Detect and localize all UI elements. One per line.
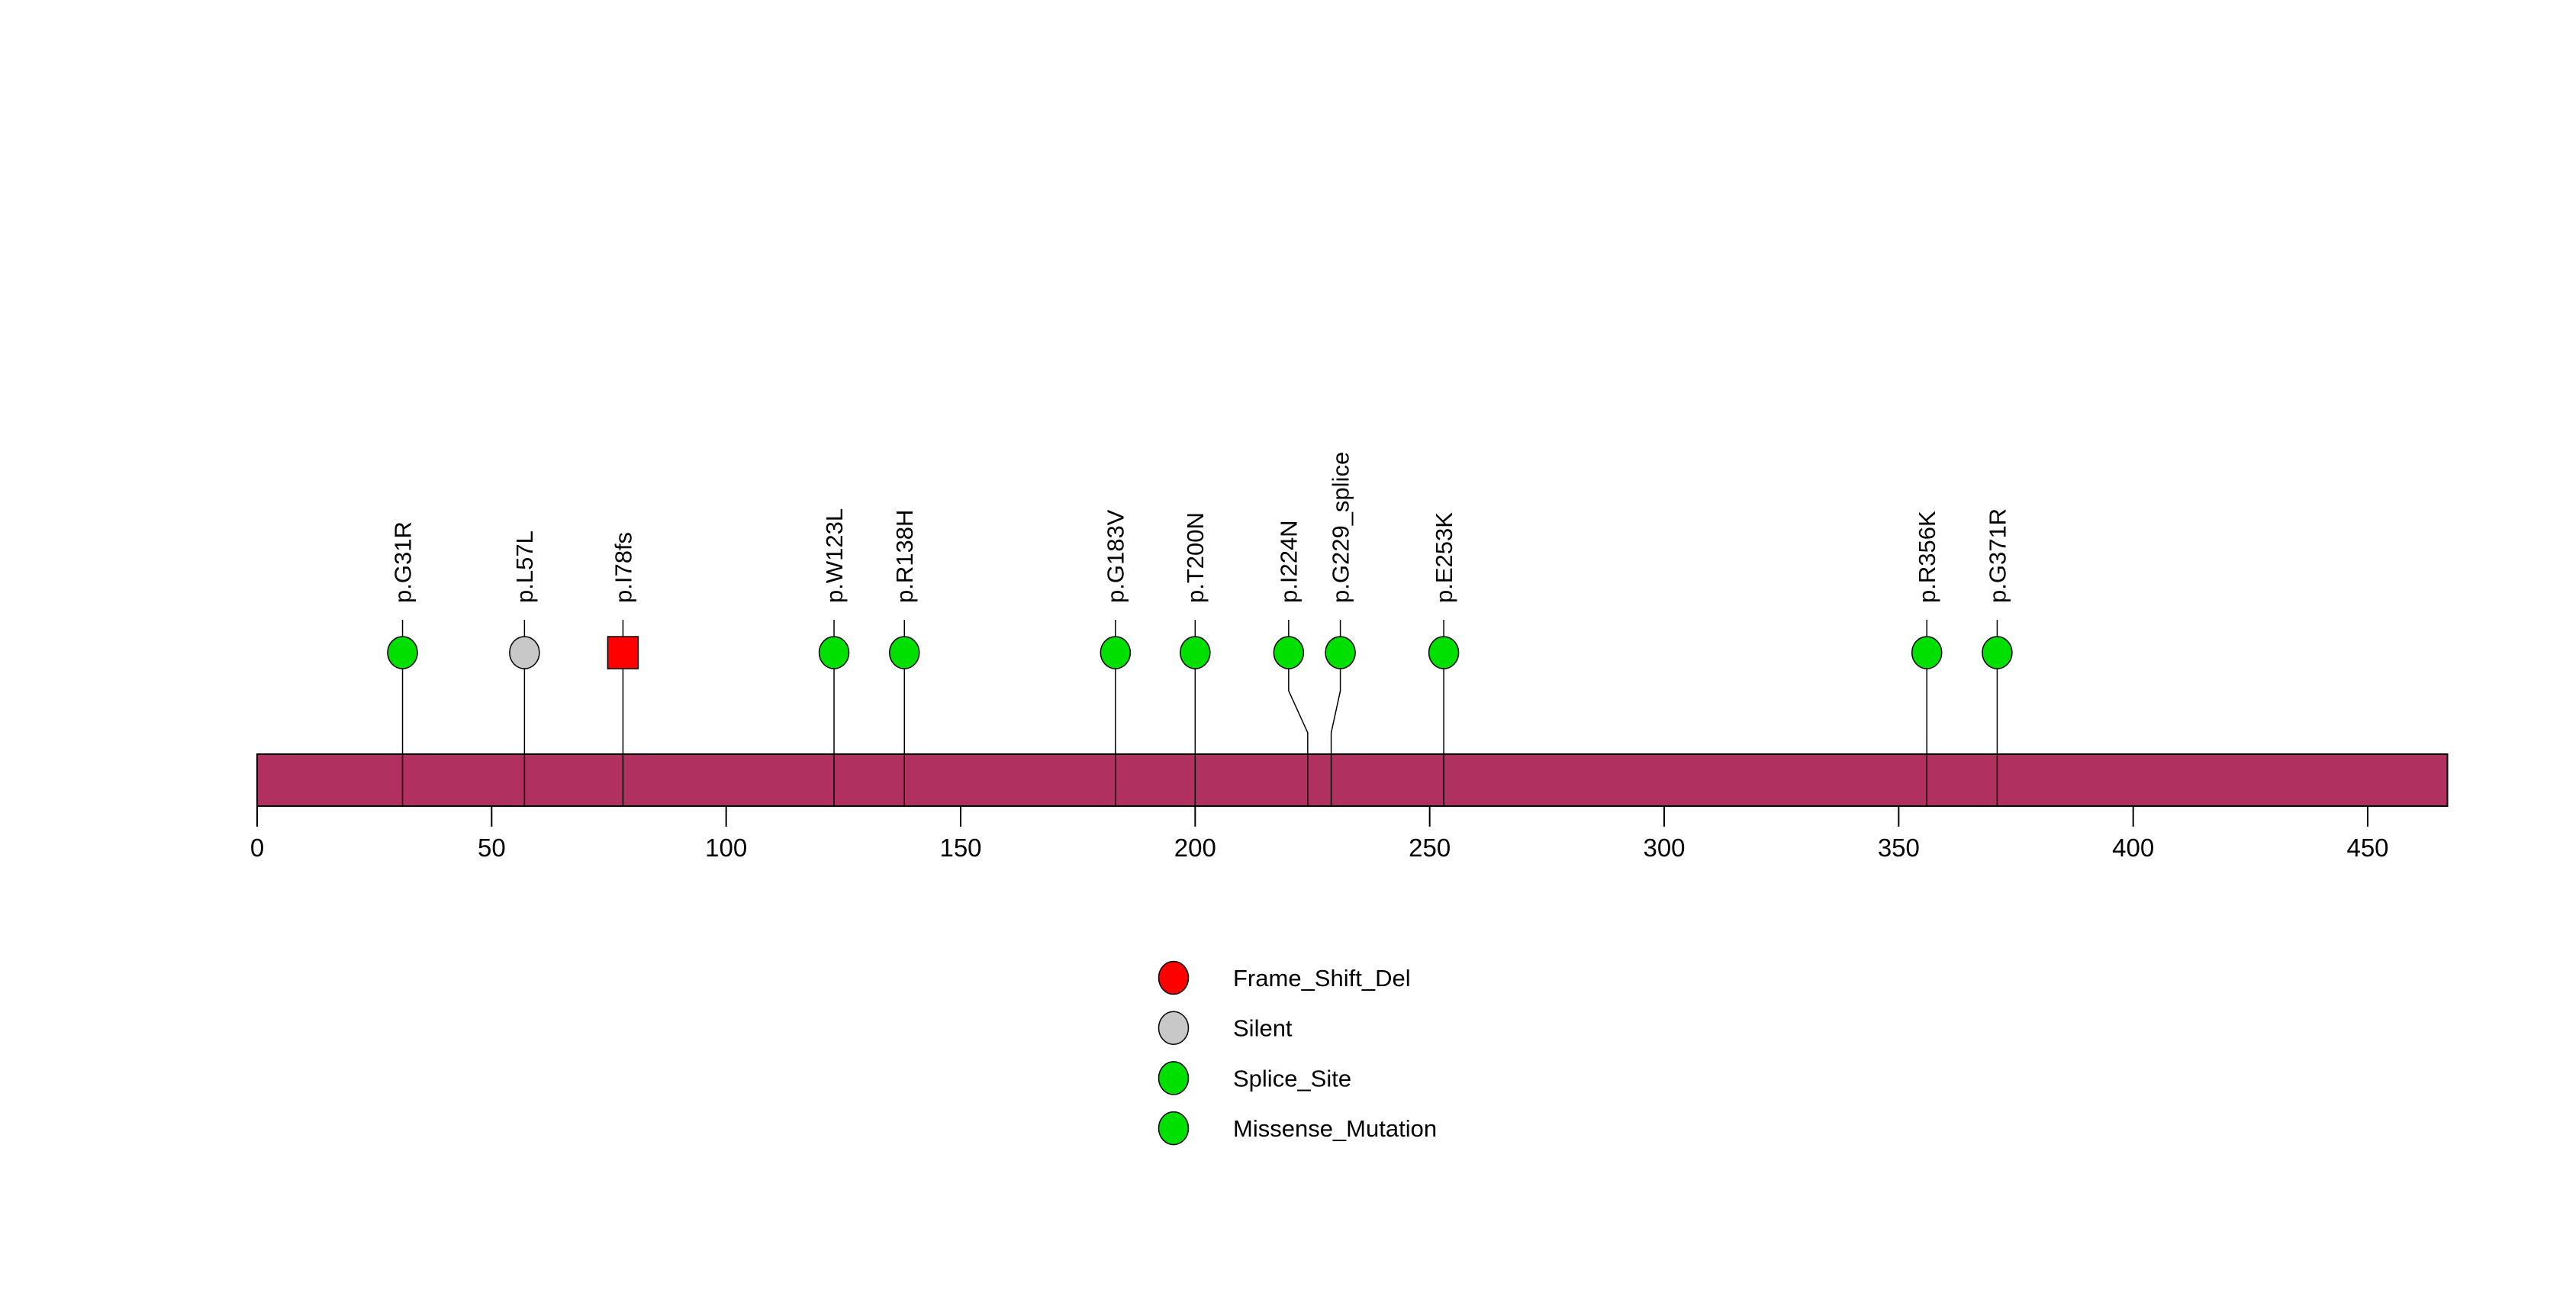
axis-tick-label: 150 — [939, 834, 981, 862]
mutation-label: p.E253K — [1431, 512, 1457, 603]
mutation-label: p.R138H — [891, 510, 918, 603]
mutation-marker-circle — [1180, 636, 1211, 669]
mutation-label: p.G229_splice — [1327, 452, 1354, 603]
axis-tick-label: 50 — [478, 834, 506, 862]
legend-swatch — [1158, 1061, 1190, 1095]
legend-label: Splice_Site — [1233, 1065, 1351, 1092]
axis-tick-label: 250 — [1409, 834, 1451, 862]
legend-label: Frame_Shift_Del — [1233, 965, 1411, 992]
mutation-marker-circle — [1325, 636, 1356, 669]
mutation-marker-circle — [1428, 636, 1460, 669]
mutation-marker-circle — [1911, 636, 1943, 669]
mutation-marker-circle — [509, 636, 540, 669]
legend-swatch — [1158, 960, 1190, 995]
mutation-marker-circle — [387, 636, 418, 669]
mutation-label: p.G183V — [1103, 509, 1129, 603]
legend-label: Silent — [1233, 1015, 1293, 1042]
axis-tick-label: 0 — [250, 834, 264, 862]
axis-tick-label: 400 — [2112, 834, 2154, 862]
axis-tick-label: 350 — [1878, 834, 1920, 862]
mutation-label: p.G371R — [1984, 508, 2011, 603]
mutation-label: p.L57L — [511, 531, 538, 603]
mutation-marker-circle — [1273, 636, 1305, 669]
mutation-marker-circle — [888, 636, 920, 669]
mutation-marker-circle — [818, 636, 850, 669]
legend-label: Missense_Mutation — [1233, 1115, 1437, 1142]
axis-tick-label: 200 — [1174, 834, 1216, 862]
axis-tick-label: 450 — [2346, 834, 2388, 862]
protein-bar — [256, 753, 2449, 807]
legend-swatch — [1158, 1111, 1190, 1146]
mutation-marker-square — [607, 636, 639, 669]
legend-swatch — [1158, 1011, 1190, 1045]
axis-tick-label: 300 — [1643, 834, 1685, 862]
mutation-label: p.I224N — [1276, 520, 1302, 603]
mutation-label: p.G31R — [389, 521, 416, 603]
mutation-marker-circle — [1100, 636, 1132, 669]
mutation-label: p.W123L — [821, 508, 848, 603]
mutation-label: p.I78fs — [610, 532, 636, 603]
mutation-label: p.R356K — [1914, 511, 1940, 603]
mutation-marker-circle — [1982, 636, 2013, 669]
axis-tick-label: 100 — [705, 834, 747, 862]
mutation-label: p.T200N — [1182, 512, 1209, 603]
